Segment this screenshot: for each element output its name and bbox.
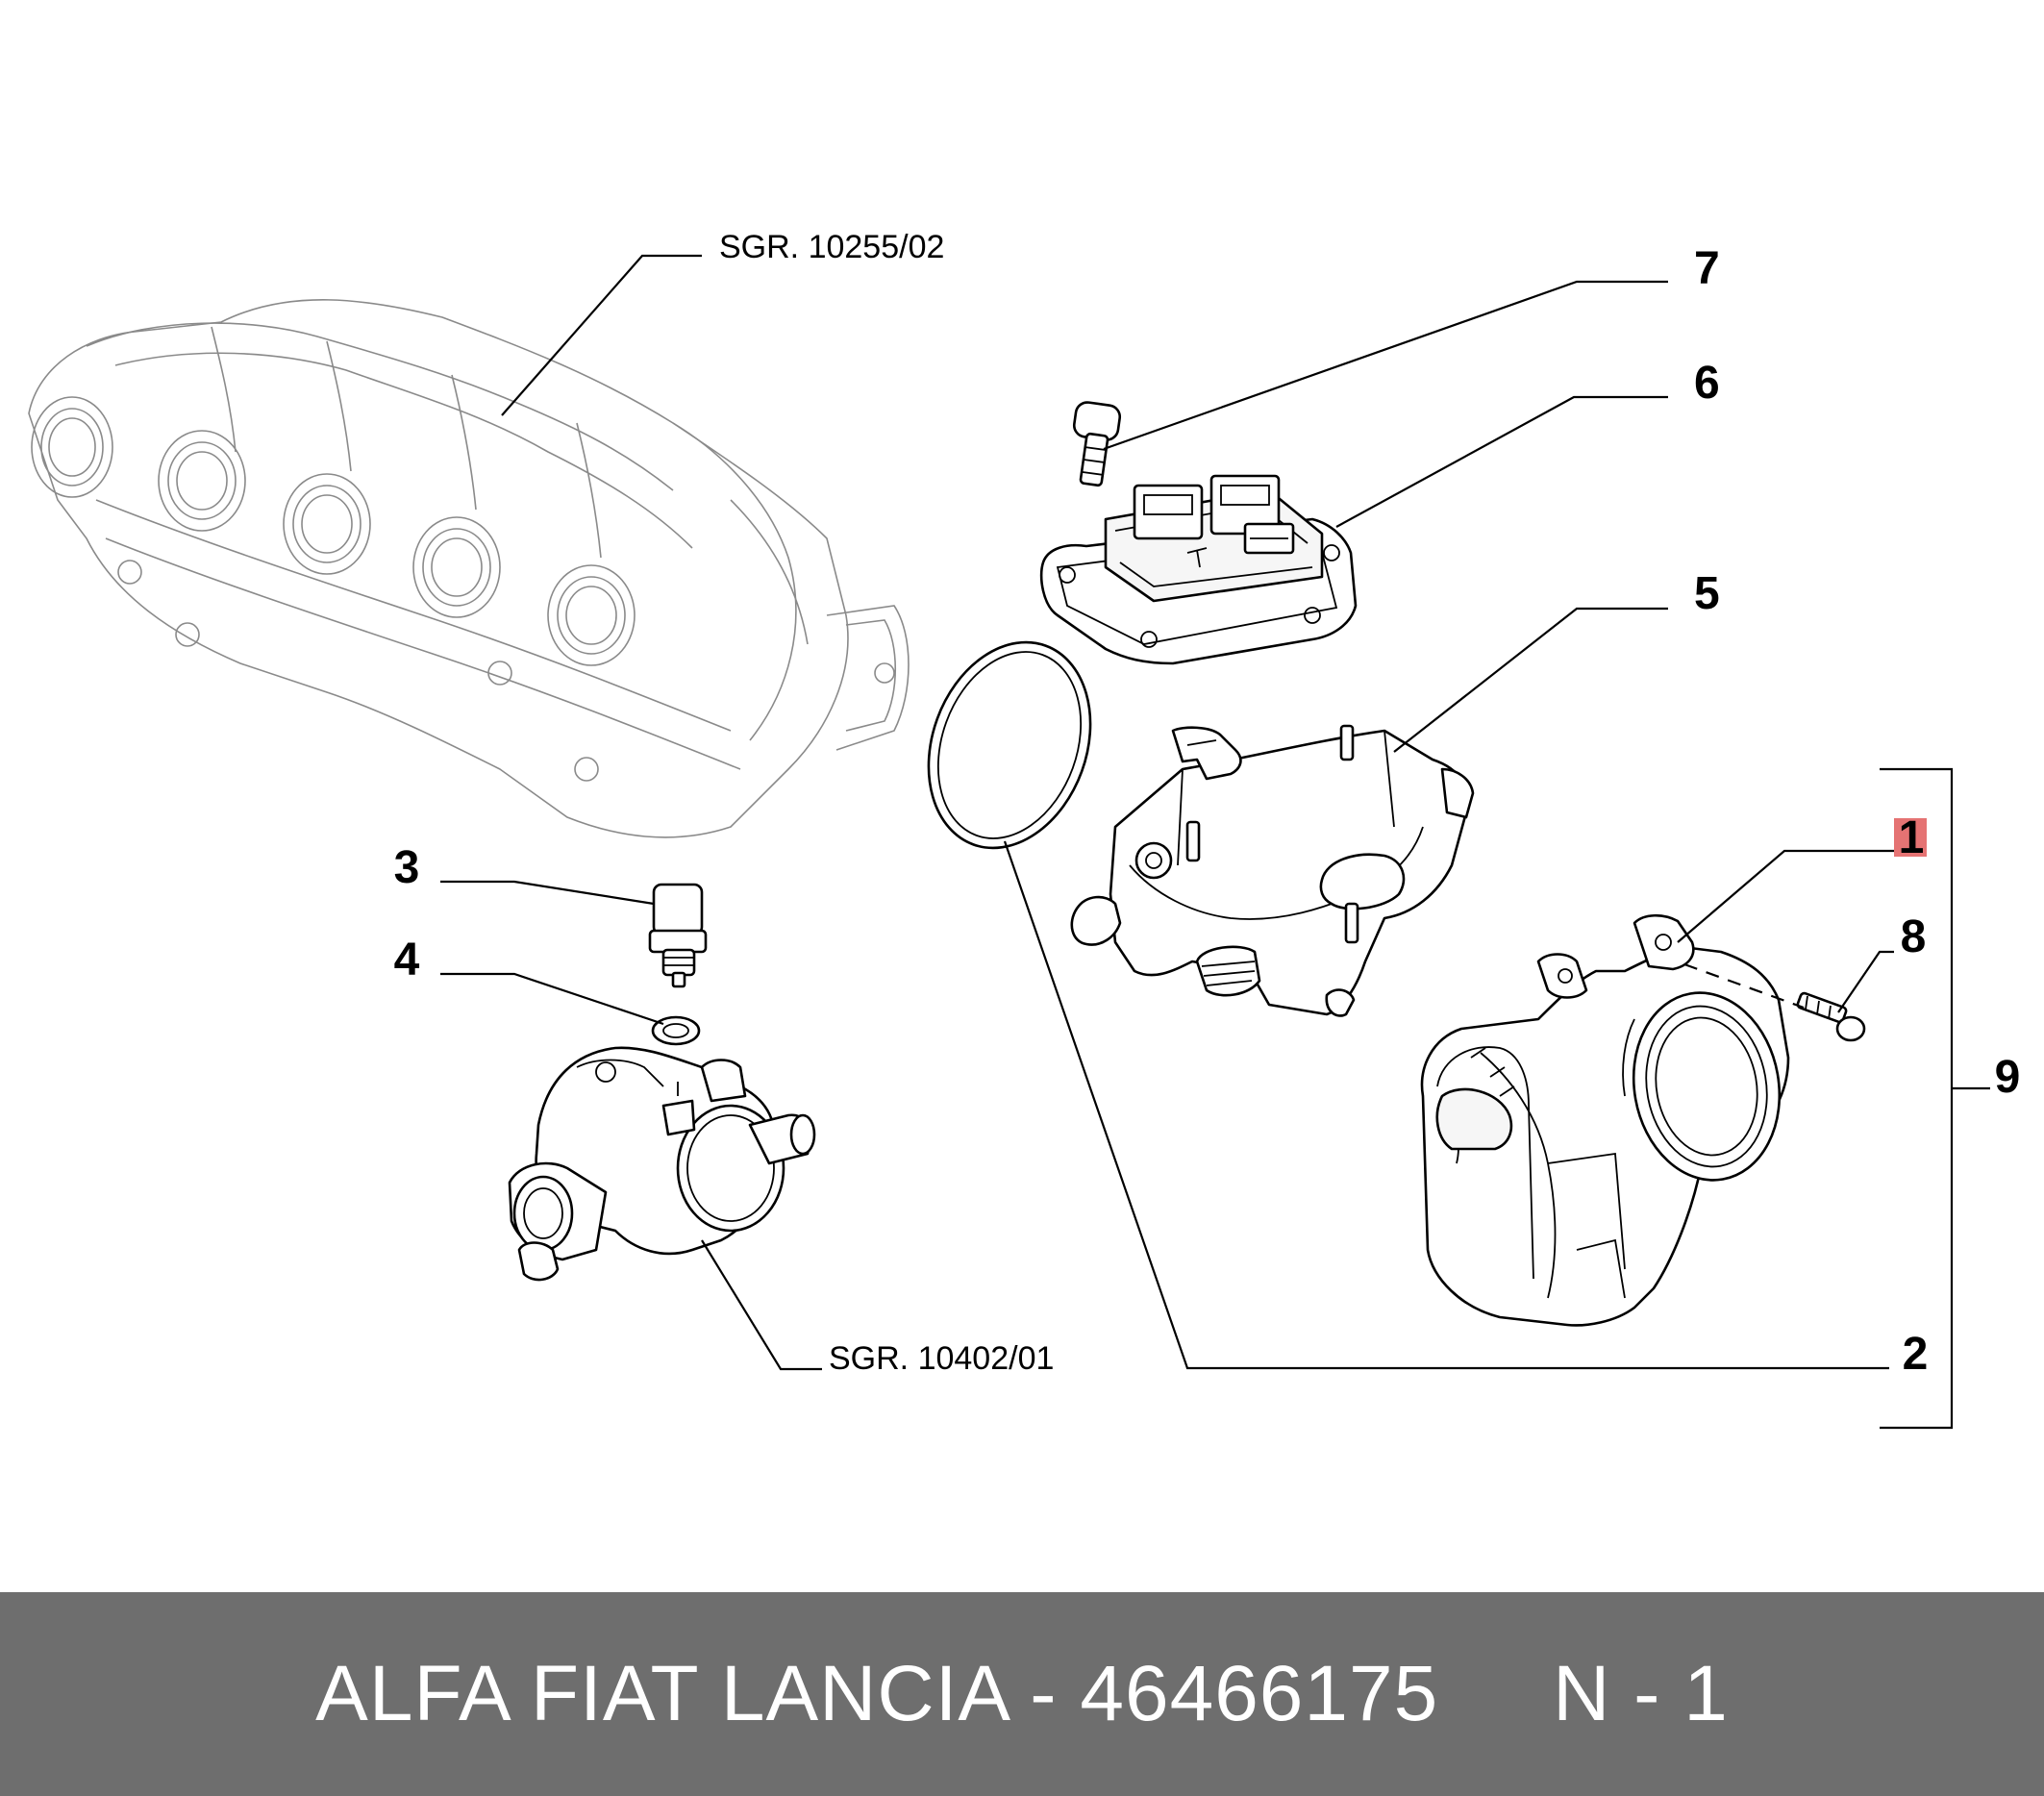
leader-manifold-reference [501, 254, 702, 416]
callout-9: 9 [1995, 1052, 2021, 1103]
assembly-9-bracket [1880, 767, 1954, 1430]
footer-part-number: ALFA FIAT LANCIA - 46466175 N - 1 [315, 1650, 1729, 1737]
callout-7: 7 [1694, 243, 1720, 294]
part-5-bracket [1070, 724, 1475, 1017]
thermostat-reference-label: SGR. 10402/01 [829, 1340, 1054, 1377]
callout-1: 1 [1899, 812, 1925, 863]
part-7-screw [1072, 401, 1122, 487]
leader-5 [1393, 607, 1668, 753]
leader-3 [440, 880, 655, 906]
leader-6 [1335, 395, 1668, 528]
callout-3: 3 [394, 842, 420, 893]
callout-1-highlight [1894, 818, 1927, 857]
leader-8 [1837, 950, 1894, 1013]
callout-5: 5 [1694, 568, 1720, 619]
part-6-control-module [1039, 474, 1358, 665]
callout-6: 6 [1694, 358, 1720, 409]
intake-manifold-drawing [28, 299, 910, 838]
manifold-reference-label: SGR. 10255/02 [719, 229, 944, 265]
callout-8: 8 [1901, 911, 1927, 962]
leader-4 [440, 972, 664, 1026]
part-2-seal-ring [927, 640, 1092, 850]
leader-2 [1003, 840, 1889, 1370]
part-8-screw [1796, 991, 1866, 1042]
part-3-sensor [648, 883, 708, 988]
leader-thermostat-reference [701, 1239, 822, 1371]
exploded-parts-diagram: 7 6 5 1 8 9 2 3 4 SGR. 10255/02 SGR. 104… [28, 229, 2021, 1430]
callout-4: 4 [394, 935, 420, 985]
footer-bar: ALFA FIAT LANCIA - 46466175 N - 1 [0, 1592, 2044, 1796]
part-4-washer [651, 1015, 701, 1046]
callout-2: 2 [1903, 1329, 1929, 1380]
part-1-throttle-body [1420, 913, 1790, 1327]
leader-7 [1103, 280, 1668, 451]
leader-1 [1677, 849, 1894, 943]
thermostat-housing-drawing [508, 1046, 816, 1282]
leader-8-dashed [1683, 962, 1805, 1010]
